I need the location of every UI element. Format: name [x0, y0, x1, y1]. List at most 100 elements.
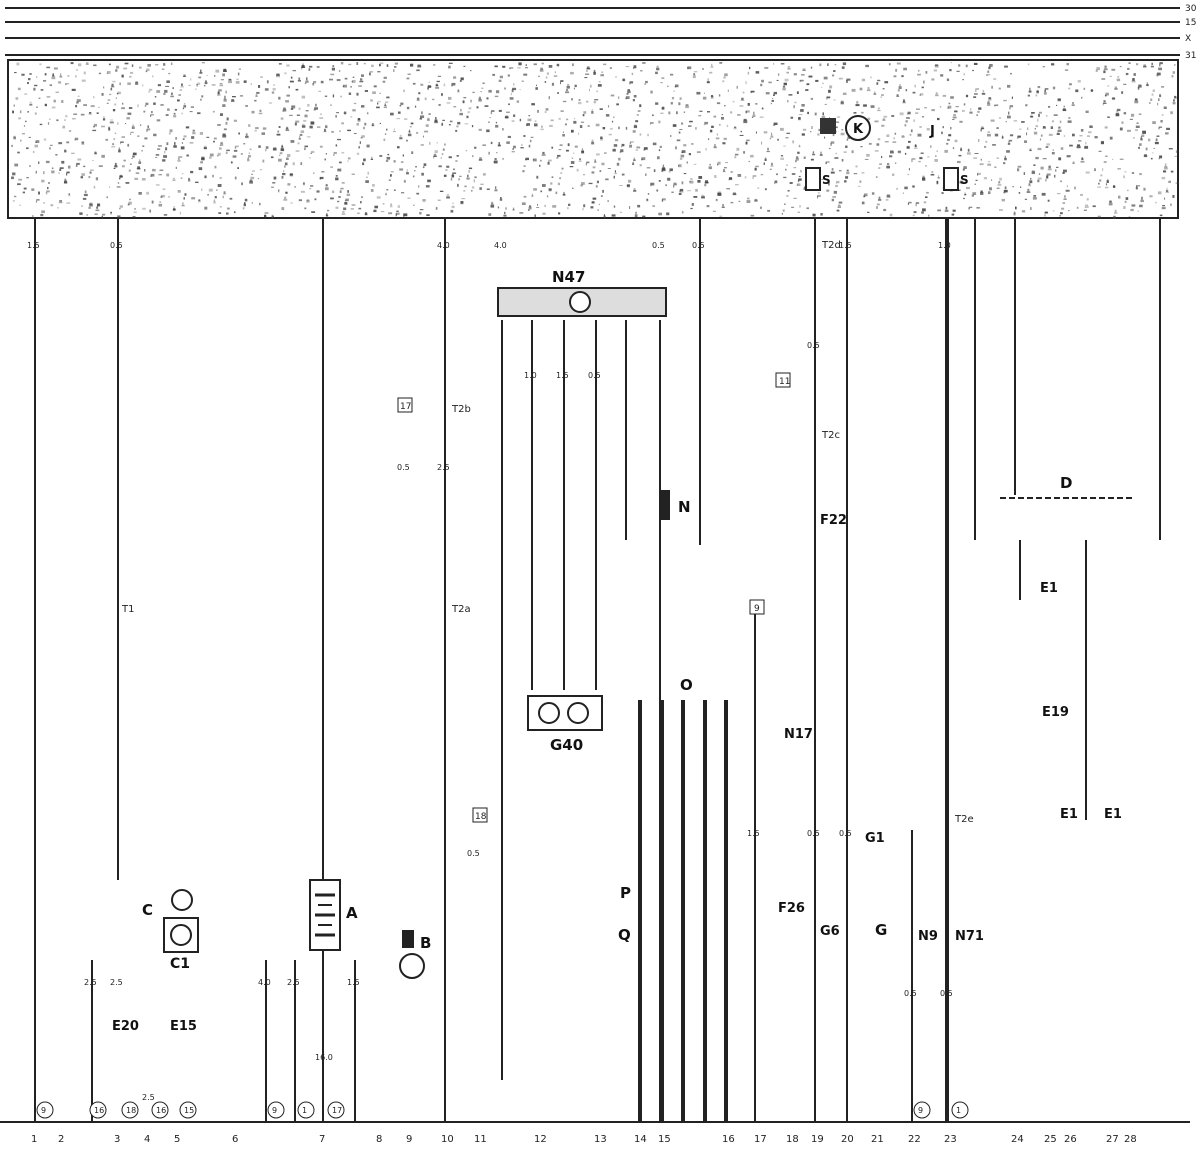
noise-speck	[522, 170, 525, 173]
noise-speck	[639, 164, 642, 167]
noise-speck	[688, 125, 692, 127]
noise-speck	[973, 157, 978, 159]
noise-speck	[752, 176, 754, 179]
noise-speck	[596, 153, 600, 156]
noise-speck	[173, 114, 177, 118]
noise-speck	[198, 200, 201, 203]
noise-speck	[1134, 129, 1138, 132]
noise-speck	[1137, 210, 1139, 212]
noise-speck	[972, 69, 974, 72]
noise-speck	[301, 66, 306, 68]
noise-speck	[215, 69, 220, 73]
noise-speck	[878, 196, 881, 200]
noise-speck	[831, 198, 834, 202]
noise-speck	[996, 127, 999, 129]
noise-speck	[287, 183, 291, 186]
noise-speck	[1108, 202, 1113, 206]
noise-speck	[257, 178, 260, 180]
noise-speck	[92, 160, 94, 161]
noise-speck	[973, 96, 977, 98]
noise-speck	[751, 116, 754, 118]
noise-speck	[414, 105, 417, 108]
noise-speck	[529, 139, 532, 143]
noise-speck	[390, 112, 394, 116]
noise-speck	[163, 155, 167, 158]
fuse-label: S	[822, 173, 831, 187]
noise-speck	[206, 74, 208, 76]
noise-speck	[101, 93, 104, 96]
noise-speck	[531, 193, 533, 197]
noise-speck	[513, 114, 516, 117]
noise-speck	[379, 155, 383, 157]
noise-speck	[1067, 120, 1072, 123]
noise-speck	[191, 197, 196, 200]
noise-speck	[248, 152, 250, 154]
noise-speck	[127, 203, 130, 206]
noise-speck	[183, 74, 186, 77]
noise-speck	[695, 189, 698, 192]
circled-ref: 18	[121, 1101, 139, 1119]
noise-speck	[397, 146, 400, 149]
noise-speck	[571, 129, 574, 133]
noise-speck	[1088, 131, 1092, 134]
noise-speck	[1094, 136, 1098, 139]
noise-speck	[931, 78, 935, 81]
noise-speck	[558, 212, 561, 215]
noise-speck	[965, 64, 968, 68]
noise-speck	[819, 154, 823, 156]
noise-speck	[173, 145, 177, 148]
noise-speck	[464, 185, 467, 188]
noise-speck	[962, 79, 964, 81]
noise-speck	[996, 157, 1000, 159]
noise-speck	[749, 66, 751, 70]
noise-speck	[989, 64, 993, 67]
noise-speck	[76, 101, 79, 104]
noise-speck	[882, 118, 885, 120]
noise-speck	[244, 199, 248, 202]
noise-speck	[1085, 171, 1090, 174]
noise-speck	[86, 214, 88, 216]
noise-speck	[496, 152, 498, 154]
noise-speck	[493, 161, 495, 163]
noise-speck	[1059, 120, 1062, 123]
noise-speck	[661, 169, 663, 172]
wire-size: 4.0	[258, 978, 271, 987]
component-label: E20	[112, 1019, 139, 1034]
ground-number: 1	[31, 1134, 37, 1145]
noise-speck	[58, 142, 63, 145]
noise-speck	[805, 89, 809, 91]
noise-speck	[1137, 86, 1140, 90]
noise-speck	[173, 206, 175, 208]
svg-text:16: 16	[156, 1106, 166, 1115]
noise-speck	[281, 175, 284, 179]
noise-speck	[939, 106, 942, 108]
noise-speck	[728, 177, 733, 181]
wire-size: 1.5	[839, 241, 852, 250]
noise-speck	[613, 144, 618, 147]
noise-speck	[534, 214, 536, 217]
noise-speck	[32, 215, 34, 218]
noise-speck	[563, 191, 565, 195]
noise-speck	[17, 183, 21, 186]
noise-speck	[1030, 116, 1034, 118]
noise-speck	[923, 201, 927, 204]
noise-speck	[886, 194, 890, 197]
noise-speck	[55, 154, 58, 156]
noise-speck	[726, 124, 729, 128]
noise-speck	[443, 83, 446, 87]
noise-speck	[1136, 63, 1139, 66]
noise-speck	[36, 76, 38, 78]
noise-speck	[732, 193, 737, 196]
noise-speck	[1138, 113, 1142, 115]
noise-speck	[562, 131, 564, 133]
noise-speck	[495, 124, 499, 128]
noise-speck	[586, 66, 590, 69]
noise-speck	[11, 144, 13, 147]
noise-speck	[591, 109, 593, 111]
noise-speck	[421, 172, 424, 176]
noise-speck	[204, 206, 208, 210]
noise-speck	[145, 102, 149, 105]
noise-speck	[111, 146, 116, 148]
relay-k-icon	[845, 115, 871, 141]
noise-speck	[817, 192, 820, 194]
